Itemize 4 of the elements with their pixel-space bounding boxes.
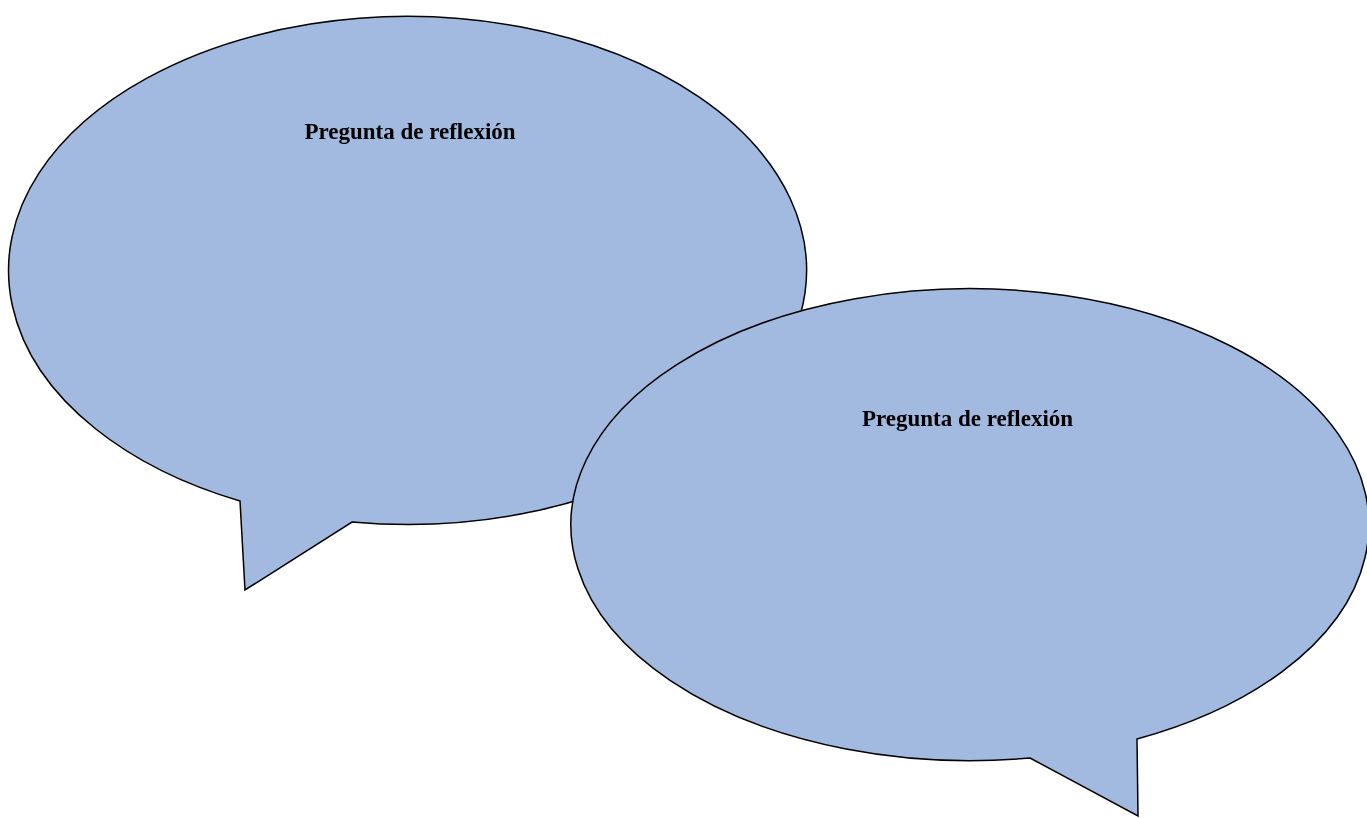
bubble-heading: Pregunta de reflexión xyxy=(861,406,1074,432)
speech-bubble xyxy=(568,288,1367,818)
bubble-heading: Pregunta de reflexión xyxy=(304,119,516,145)
speech-bubble xyxy=(10,15,810,590)
